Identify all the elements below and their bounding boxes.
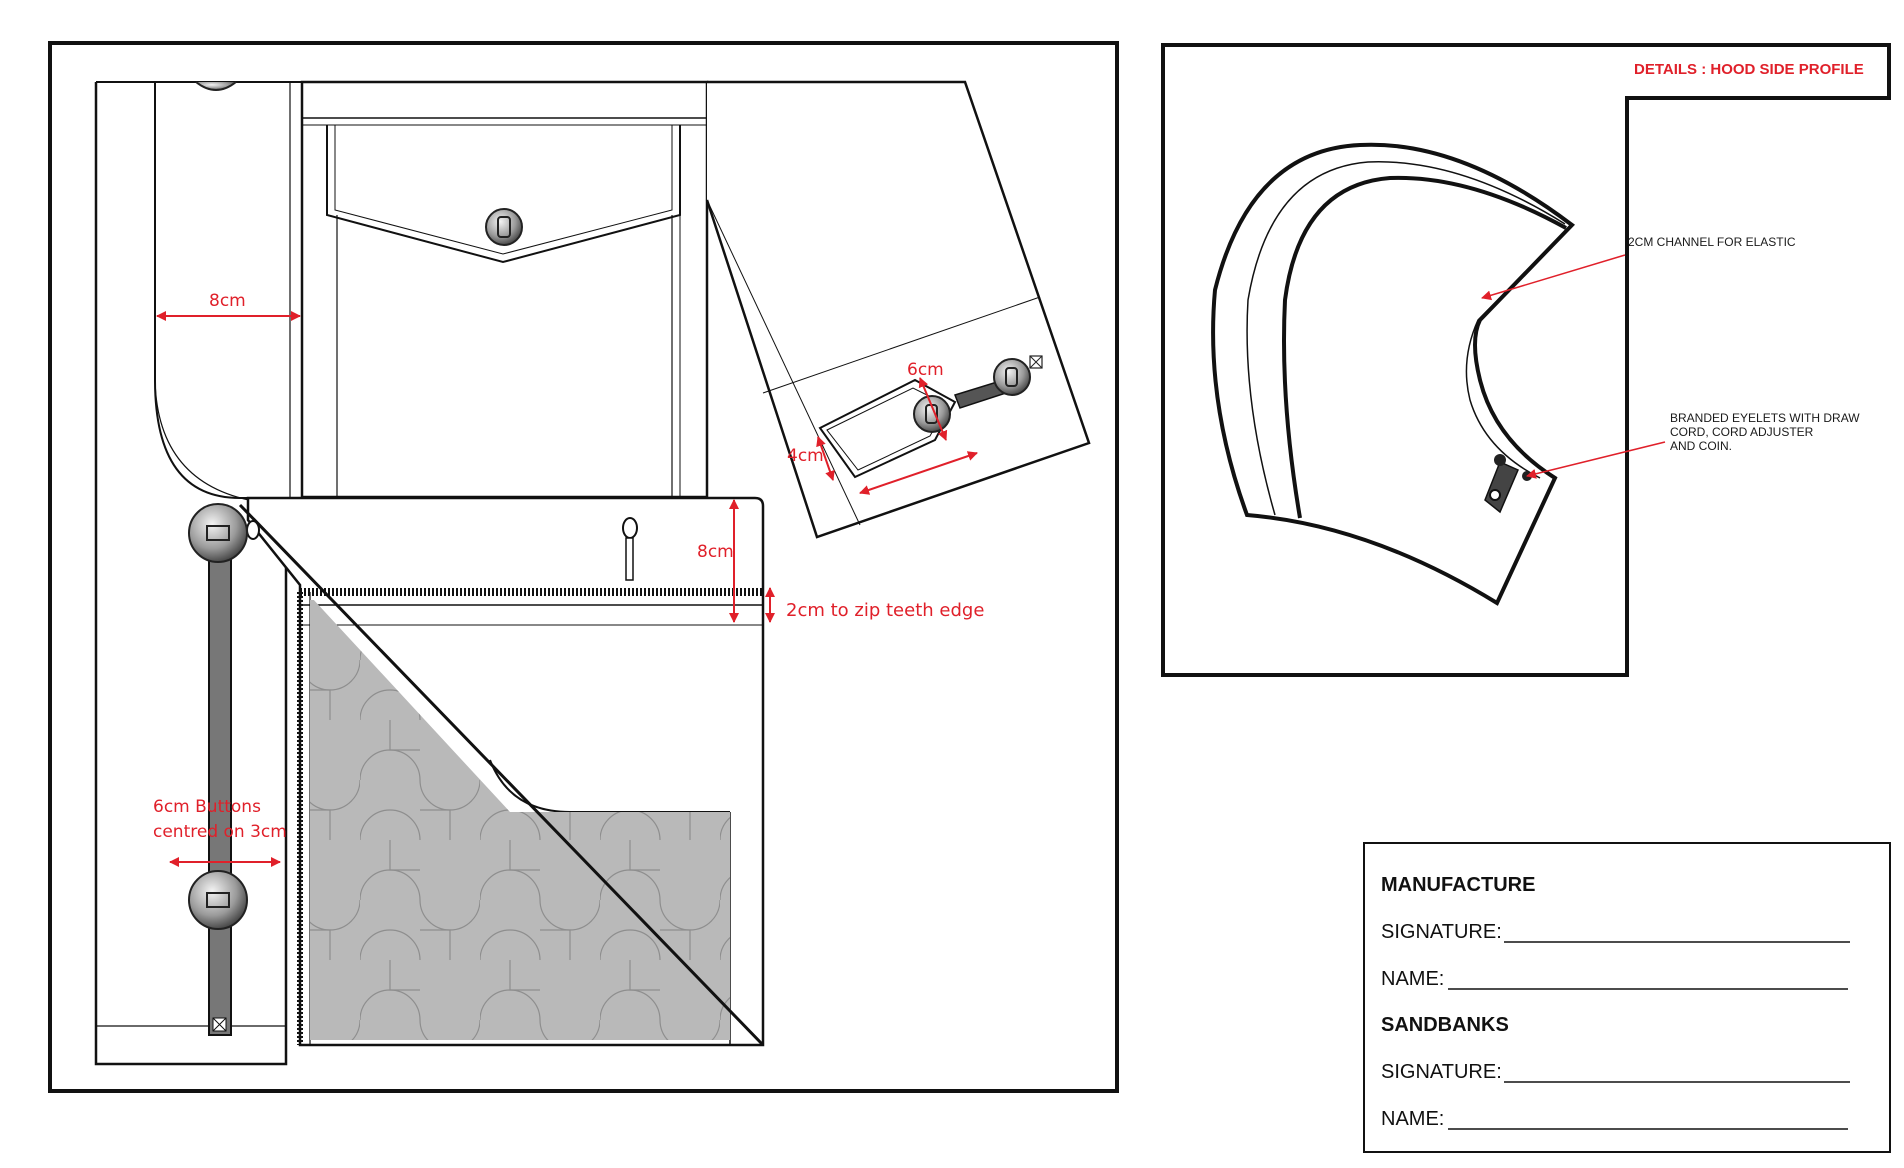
hood-inner-outline xyxy=(1246,161,1566,516)
placket-button-top-icon xyxy=(188,503,248,563)
hood-title: DETAILS : HOOD SIDE PROFILE xyxy=(1634,61,1864,78)
cuff-button-icon xyxy=(913,395,951,433)
dim-arrow-cuff-width xyxy=(859,451,978,495)
pocket-flap xyxy=(326,125,681,264)
zip-puller-icon xyxy=(622,517,638,581)
signoff-box: MANUFACTURE SIGNATURE: NAME: SANDBANKS S… xyxy=(1363,842,1891,1153)
label-cuff-tab-length: 6cm xyxy=(907,360,944,380)
pocket-button-icon xyxy=(485,208,523,246)
label-placket-width: 8cm xyxy=(209,291,246,311)
main-panel-frame xyxy=(48,41,1119,1093)
sandbanks-signature-label: SIGNATURE: xyxy=(1381,1061,1502,1083)
chest-panel xyxy=(300,80,709,499)
front-placket xyxy=(96,81,303,499)
manufacture-heading: MANUFACTURE xyxy=(1381,874,1535,896)
pointer-eyelets xyxy=(1526,441,1666,479)
placket-top-button-partial-icon xyxy=(195,81,237,91)
note-eyelets-line1: BRANDED EYELETS WITH DRAW xyxy=(1670,411,1860,425)
main-panel: 8cm 6cm 4cm 8cm 2cm to zip teeth edge 6c… xyxy=(48,41,1119,1093)
label-pocket-height: 8cm xyxy=(697,542,734,562)
note-eyelets-line2: CORD, CORD ADJUSTER xyxy=(1670,425,1814,439)
note-eyelets-line3: AND COIN. xyxy=(1670,439,1732,453)
hood-elastic-channel xyxy=(1465,224,1573,479)
label-cuff-height: 4cm xyxy=(787,446,824,466)
manufacture-name-label: NAME: xyxy=(1381,968,1444,990)
drawcord-icon xyxy=(1484,454,1532,514)
button-strip xyxy=(208,544,232,1036)
manufacture-signature-label: SIGNATURE: xyxy=(1381,921,1502,943)
signoff-frame xyxy=(1363,842,1891,1153)
cuff-button-upper-icon xyxy=(993,355,1043,396)
sleeve xyxy=(705,80,1091,539)
dim-arrow-cuff-tab xyxy=(918,377,948,441)
fold-diagonal xyxy=(238,503,765,1047)
dim-arrow-cuff-height xyxy=(816,436,835,481)
sandbanks-name-label: NAME: xyxy=(1381,1108,1444,1130)
pointer-channel xyxy=(1481,254,1626,301)
sandbanks-heading: SANDBANKS xyxy=(1381,1014,1509,1036)
body-left-edge xyxy=(94,82,288,1066)
placket-button-bottom-icon xyxy=(188,870,248,930)
hood-panel-frame xyxy=(1161,43,1891,677)
note-channel: 2CM CHANNEL FOR ELASTIC xyxy=(1628,235,1796,249)
puller-left-icon xyxy=(246,520,260,540)
label-buttons-line2: centred on 3cm xyxy=(153,822,287,842)
hood-panel: DETAILS : HOOD SIDE PROFILE 2CM CHANNEL … xyxy=(1161,43,1891,677)
label-buttons-line1: 6cm Buttons xyxy=(153,797,261,817)
label-zip-edge: 2cm to zip teeth edge xyxy=(786,600,984,621)
hood-outer-outline xyxy=(1211,142,1576,606)
